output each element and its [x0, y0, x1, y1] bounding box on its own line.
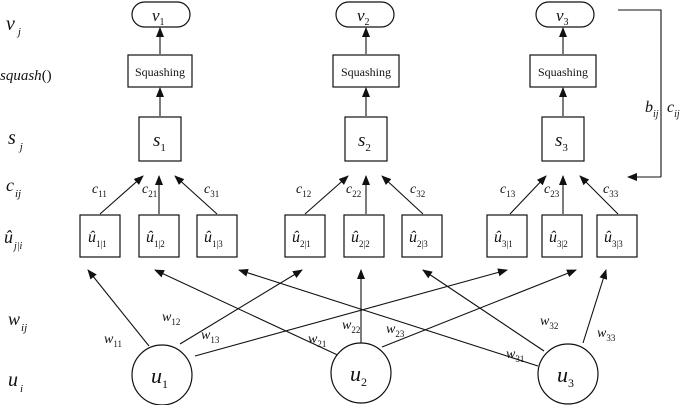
svg-text:û3|3: û3|3: [604, 229, 623, 249]
prediction-box: û2|3: [401, 214, 443, 258]
squashing-box-1: [127, 54, 193, 88]
prediction-box: û2|2: [343, 214, 385, 258]
coupling-label: c22: [346, 182, 361, 199]
svg-text:û1|1: û1|1: [88, 229, 107, 249]
prediction-box: û3|3: [596, 214, 638, 258]
edge-c11: [99, 175, 144, 215]
svg-text:û1|3: û1|3: [204, 229, 223, 249]
edge-w32: [422, 269, 545, 352]
svg-text:û2|1: û2|1: [292, 229, 311, 249]
input-nodes: u1 u2 u3: [131, 342, 599, 405]
edge-c33: [579, 175, 619, 215]
sum-box-s2: s2: [344, 116, 388, 162]
row-label-squash: squash(): [0, 68, 52, 84]
prediction-box: û3|2: [541, 214, 583, 258]
squashing-label-3: Squashing: [538, 65, 588, 79]
sum-box-s3: s3: [541, 116, 585, 162]
edge-c13: [509, 175, 547, 215]
edge-w33: [582, 269, 608, 344]
feedback-line: [618, 9, 662, 177]
weight-label: w31: [506, 347, 524, 364]
svg-text:s1: s1: [153, 130, 166, 154]
edge-w31: [238, 268, 539, 367]
weight-label: w11: [104, 332, 122, 349]
weight-edges: [87, 268, 608, 367]
prediction-box: û1|1: [79, 214, 121, 258]
sum-boxes: s1 s2 s3: [138, 116, 585, 162]
coupling-label: c32: [410, 182, 425, 199]
feedback-loop: bij cij: [618, 9, 680, 181]
output-node-v1: v1: [131, 1, 191, 28]
row-label-uhat: ûj|i: [4, 227, 23, 252]
squashing-box-2: [332, 54, 400, 88]
coupling-label: c21: [142, 182, 157, 199]
squashing-box-3: [529, 54, 597, 88]
svg-text:û3|1: û3|1: [494, 229, 513, 249]
svg-text:û1|2: û1|2: [146, 229, 165, 249]
sum-box-s1: s1: [138, 116, 182, 162]
edge-c12: [304, 175, 349, 215]
svg-text:u2: u2: [350, 361, 367, 389]
squashing-label-2: Squashing: [341, 65, 391, 79]
edge-c32: [381, 175, 424, 215]
output-node-v2: v2: [335, 1, 395, 28]
squashing-boxes: Squashing Squashing Squashing: [127, 54, 597, 88]
edge-w11: [87, 269, 150, 347]
weight-label: w33: [597, 326, 616, 343]
svg-text:û3|2: û3|2: [549, 229, 568, 249]
svg-text:v2: v2: [357, 6, 370, 28]
edge-w12: [179, 269, 303, 345]
svg-text:u3: u3: [557, 362, 574, 390]
input-node-u2: u2: [330, 342, 392, 404]
vertical-edges: [156, 27, 567, 116]
weight-label: w13: [201, 328, 220, 345]
coupling-label: c33: [603, 182, 619, 199]
feedback-label-c: cij: [667, 99, 680, 120]
prediction-box: û3|1: [486, 214, 528, 258]
coupling-edges: [99, 175, 619, 215]
edge-w21: [154, 269, 345, 359]
input-node-u3: u3: [537, 343, 599, 405]
coupling-label: c11: [92, 182, 107, 199]
row-label-w: wij: [8, 309, 27, 334]
prediction-box: û1|2: [138, 214, 180, 258]
weight-label: w32: [540, 314, 558, 331]
coupling-labels: c11 c21 c31 c12 c22 c32 c13 c23 c33: [92, 182, 619, 199]
coupling-label: c12: [296, 182, 311, 199]
row-label-c: cij: [6, 175, 21, 200]
weight-label: w12: [162, 310, 180, 327]
edge-c31: [174, 175, 218, 215]
prediction-boxes: û1|1 û1|2 û1|3 û2|1 û2|2 û2|3 û3|1 û3|2 …: [79, 214, 638, 258]
edge-w23: [381, 269, 577, 348]
weight-labels: w11 w12 w13 w21 w22 w23 w31 w32 w33: [104, 310, 616, 364]
weight-label: w23: [386, 322, 405, 339]
svg-text:û2|2: û2|2: [351, 229, 370, 249]
coupling-label: c31: [204, 182, 219, 199]
feedback-label-b: bij: [645, 99, 659, 120]
weight-label: w22: [342, 318, 360, 335]
svg-text:s3: s3: [555, 130, 568, 154]
edge-w13: [194, 268, 508, 357]
svg-text:v1: v1: [152, 6, 165, 28]
coupling-label: c13: [500, 182, 516, 199]
prediction-box: û2|1: [284, 214, 326, 258]
svg-text:s2: s2: [358, 130, 371, 154]
output-nodes: v1 v2 v3: [131, 1, 595, 28]
weight-label: w21: [308, 332, 326, 349]
svg-text:v3: v3: [556, 6, 569, 28]
output-node-v3: v3: [535, 1, 595, 28]
svg-text:u1: u1: [151, 363, 168, 391]
svg-text:û2|3: û2|3: [409, 229, 428, 249]
prediction-box: û1|3: [196, 214, 238, 258]
coupling-label: c23: [544, 182, 560, 199]
squashing-label-1: Squashing: [135, 65, 185, 79]
input-node-u1: u1: [131, 344, 193, 405]
